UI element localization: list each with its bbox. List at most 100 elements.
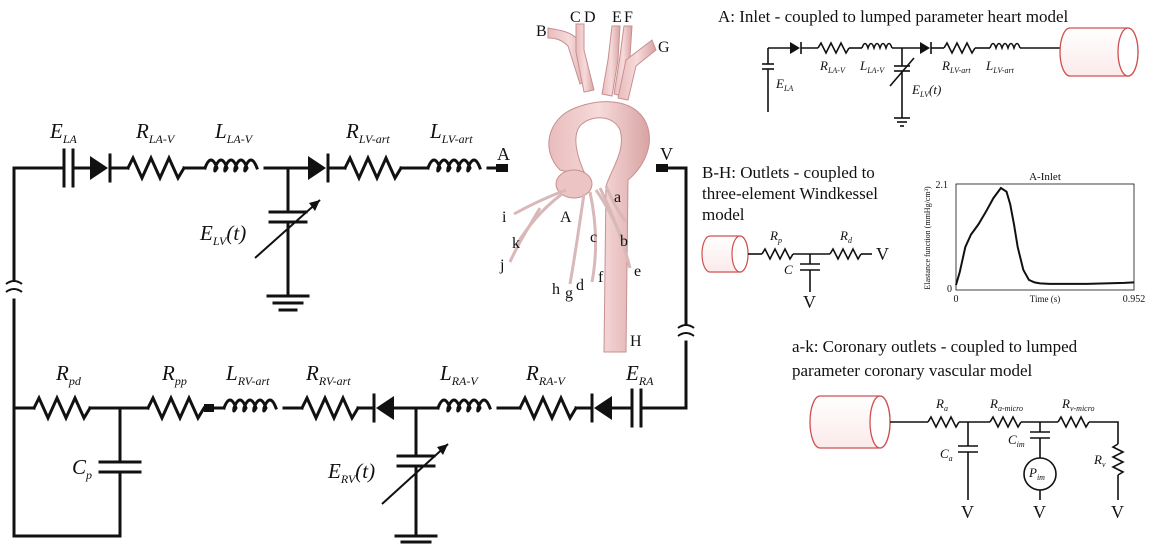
inlet-inductor-L-LV-art (989, 42, 1021, 51)
aorta-label-F: F (624, 9, 633, 26)
coronary-label-C-a: Ca (940, 446, 953, 463)
coronary-label-C-im: Cim (1008, 432, 1025, 449)
label-node-V: V (660, 144, 673, 164)
outlet-panel: B-H: Outlets - coupled to three-element … (701, 163, 889, 312)
coronary-cylinder-icon (809, 395, 891, 449)
resistor-R-pp (145, 394, 207, 422)
aorta-label-H: H (630, 333, 642, 350)
wire-right-vertical-bottom (658, 340, 688, 410)
label-E-LV: ELV(t) (199, 221, 246, 248)
inductor-L-LA-V (203, 158, 259, 173)
label-L-LA-V: LLA-V (214, 119, 254, 146)
aorta-model: B C D E F G H A a b c d e f g h i j k (499, 9, 670, 353)
diode-tricuspid (590, 393, 612, 423)
ground-E-RV (394, 534, 438, 544)
elastance-chart: A-Inlet Elastance function (mmHg/cm³) Ti… (923, 171, 1145, 305)
diode-pulmonary (372, 393, 394, 423)
label-L-RA-V: LRA-V (439, 361, 479, 388)
inlet-panel: A: Inlet - coupled to lumped parameter h… (718, 7, 1139, 127)
inductor-L-LV-art (426, 158, 482, 173)
break-mark-right (677, 324, 695, 337)
outlet-title-line2: three-element Windkessel (702, 184, 878, 203)
aorta-label-j: j (499, 257, 504, 274)
outlet-resistor-R-p (761, 247, 794, 261)
aorta-label-A: A (560, 209, 572, 226)
coronary-label-V2: V (1033, 502, 1046, 522)
aorta-label-h: h (552, 281, 560, 298)
coronary-label-R-v-micro: Rv-micro (1061, 396, 1095, 413)
wire-right-vertical-top (666, 166, 688, 326)
outlet-label-R-d: Rd (839, 228, 853, 245)
coronary-resistor-R-a (927, 415, 960, 429)
chart-ytick-top: 2.1 (936, 180, 949, 191)
chart-xlabel: Time (s) (1030, 294, 1060, 304)
label-R-LA-V: RLA-V (135, 119, 176, 146)
label-R-LV-art: RLV-art (345, 119, 390, 146)
coronary-label-P-im: Pim (1028, 465, 1045, 482)
aorta-label-a: a (614, 189, 621, 206)
diode-mitral (90, 153, 112, 183)
label-E-LA: ELA (49, 119, 78, 146)
aorta-label-f: f (598, 269, 604, 286)
coronary-title-line2: parameter coronary vascular model (792, 361, 1033, 380)
terminal-A (496, 164, 508, 172)
inlet-resistor-R-LV-art (943, 41, 976, 55)
inlet-resistor-R-LA-V (817, 41, 850, 55)
coronary-label-V1: V (961, 502, 974, 522)
resistor-R-pd (31, 394, 93, 422)
chart-ytick-bottom: 0 (947, 284, 952, 295)
coronary-resistor-R-a-micro (989, 415, 1022, 429)
coronary-label-R-v: Rv (1093, 452, 1106, 469)
aorta-label-E: E (612, 9, 622, 26)
label-C-p: Cp (72, 455, 92, 482)
resistor-R-LA-V (125, 154, 187, 182)
inlet-label-L-LV-art: LLV-art (985, 58, 1015, 75)
aorta-label-b: b (620, 233, 628, 250)
chart-xtick-right: 0.952 (1123, 294, 1146, 305)
inductor-L-RV-art (222, 398, 278, 413)
chart-frame (955, 183, 1135, 291)
chart-title: A-Inlet (1029, 171, 1061, 183)
coronary-label-R-a: Ra (935, 396, 948, 413)
inlet-inductor-L-LA-V (861, 42, 893, 51)
chart-xtick-left: 0 (954, 294, 959, 305)
inlet-diode-2 (920, 42, 930, 54)
label-node-A: A (497, 144, 510, 164)
aorta-label-G: G (658, 39, 670, 56)
resistor-R-RV-art (299, 394, 361, 422)
main-circuit: ELA RLA-V LLA-V RLV-art LLV-art A V ELV(… (5, 119, 695, 544)
coronary-tree (508, 185, 632, 285)
inlet-label-E-LA: ELA (775, 76, 793, 93)
label-E-RA: ERA (625, 361, 654, 388)
coronary-title-line1: a-k: Coronary outlets - coupled to lumpe… (792, 337, 1078, 356)
aorta-label-d: d (576, 277, 584, 294)
chart-series-line (955, 186, 1135, 286)
aortic-arch (548, 101, 650, 353)
chart-ylabel: Elastance function (mmHg/cm³) (923, 186, 932, 290)
inlet-title: A: Inlet - coupled to lumped parameter h… (718, 7, 1069, 26)
terminal-pulmonary (204, 404, 214, 412)
resistor-R-LV-art (342, 154, 404, 182)
outlet-title-line1: B-H: Outlets - coupled to (702, 163, 875, 182)
label-R-RV-art: RRV-art (305, 361, 351, 388)
outlet-label-R-p: Rp (769, 228, 782, 245)
aorta-label-i: i (502, 209, 507, 226)
aorta-label-e: e (634, 263, 641, 280)
coronary-label-V3: V (1111, 502, 1124, 522)
aorta-label-D: D (584, 9, 596, 26)
ground-E-LV (266, 294, 310, 312)
aorta-label-C: C (570, 9, 581, 26)
outlet-label-V-right: V (876, 244, 889, 264)
label-R-pp: Rpp (161, 361, 187, 388)
break-mark-left (5, 280, 23, 293)
aorta-label-c: c (590, 229, 597, 246)
aorta-label-B: B (536, 23, 547, 40)
terminal-V (656, 164, 668, 172)
coronary-resistor-R-v-micro (1057, 415, 1090, 429)
outlet-resistor-R-d (829, 247, 862, 261)
inlet-diode-1 (790, 42, 800, 54)
inductor-L-RA-V (436, 398, 492, 413)
outlet-title-line3: model (702, 205, 745, 224)
label-L-RV-art: LRV-art (225, 361, 270, 388)
